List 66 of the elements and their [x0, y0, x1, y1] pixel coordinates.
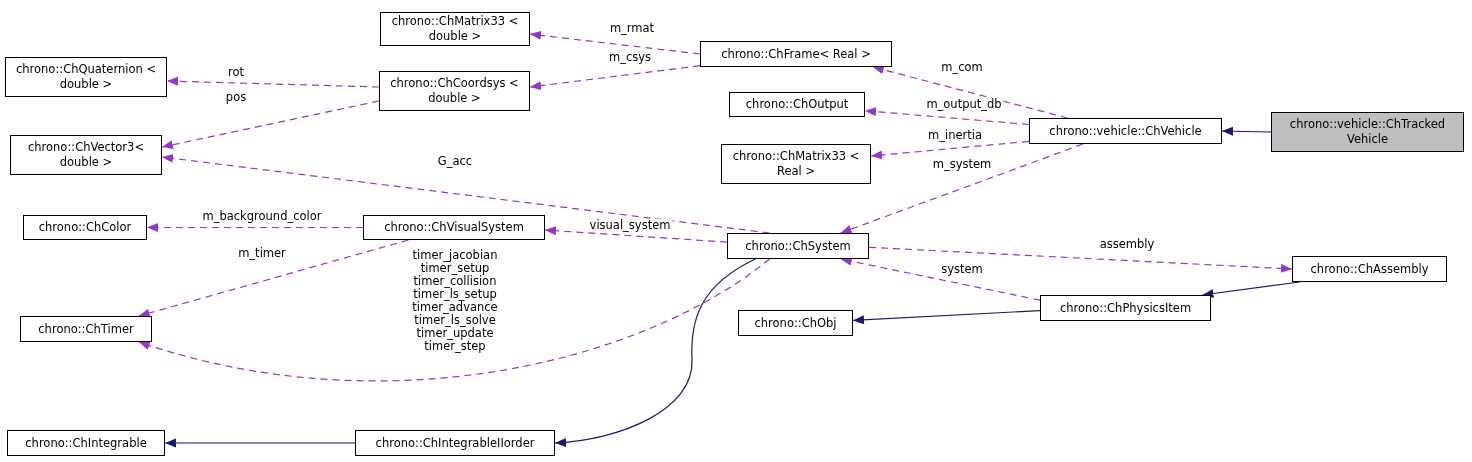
arrow	[161, 100, 380, 150]
class-name: chrono::ChVisualSystem	[384, 220, 524, 235]
class-box	[1271, 112, 1464, 152]
class-name: chrono::ChOutput	[745, 97, 849, 112]
class-box	[729, 92, 865, 117]
edge-label: visual_system	[587, 219, 673, 232]
arrow	[554, 258, 756, 447]
class-box	[727, 233, 869, 259]
arrow	[138, 239, 410, 318]
class-name: chrono::ChPhysicsItem	[1059, 300, 1192, 316]
class-name: chrono::ChSystem	[745, 238, 851, 254]
class-name: chrono::ChTimer	[38, 321, 134, 337]
edge-label: system	[939, 263, 985, 276]
class-name: chrono::vehicle::ChTracked Vehicle	[1288, 117, 1447, 147]
class-name: chrono::vehicle::ChVehicle	[1049, 123, 1202, 139]
edge-label: m_background_color	[200, 210, 324, 223]
class-box	[5, 57, 167, 97]
class-name: chrono::ChQuaternion < double >	[14, 62, 158, 92]
class-box	[7, 430, 165, 456]
class-box	[738, 310, 853, 336]
arrow	[840, 143, 1084, 234]
edge-label: rot	[226, 66, 246, 79]
class-box	[379, 71, 530, 111]
class-box	[1040, 295, 1211, 321]
edge-label: m_timer	[236, 247, 288, 260]
class-name: chrono::ChFrame< Real >	[721, 46, 871, 62]
class-name: chrono::ChCoordsys < double >	[389, 76, 520, 106]
arrow	[544, 226, 728, 243]
arrow	[164, 438, 356, 448]
edge-label: assembly	[1097, 238, 1157, 251]
edge-label: m_com	[939, 61, 985, 74]
class-name: chrono::ChAssembly	[1310, 261, 1429, 277]
class-name: chrono::ChIntegrableIIorder	[375, 435, 535, 451]
class-box	[355, 430, 555, 456]
class-box	[1292, 256, 1447, 282]
class-name: chrono::ChColor	[38, 220, 132, 235]
arrow	[166, 76, 380, 88]
class-box	[700, 41, 892, 67]
edge-label: timer_jacobian timer_setup timer_collision timer_ls_setup timer_advance timer_ls_solve timer_update timer_step	[411, 249, 499, 353]
arrow	[864, 107, 1030, 126]
class-box	[1029, 118, 1222, 144]
arrow	[870, 140, 1030, 160]
class-box	[23, 215, 147, 240]
arrow	[146, 223, 364, 232]
arrow	[529, 30, 701, 55]
edge-label: G_acc	[435, 155, 475, 168]
class-name: chrono::ChVector3< double >	[26, 140, 146, 170]
class-name: chrono::ChMatrix33 < double >	[390, 14, 520, 44]
edge-label: m_output_db	[924, 98, 1004, 111]
arrow	[529, 65, 701, 91]
class-name: chrono::ChMatrix33 < Real >	[731, 149, 861, 179]
arrow	[868, 246, 1293, 273]
arrow	[1221, 126, 1272, 136]
class-name: chrono::ChObj	[754, 315, 837, 331]
edge-label: m_inertia	[926, 129, 984, 142]
arrow	[138, 258, 771, 382]
edge-label: m_system	[930, 158, 994, 171]
edge-label: pos	[223, 91, 249, 104]
class-box	[20, 316, 152, 342]
class-box	[721, 144, 871, 184]
arrow	[872, 65, 1069, 119]
arrow	[852, 310, 1041, 325]
class-box	[380, 12, 530, 46]
class-box	[363, 215, 545, 240]
class-name: chrono::ChIntegrable	[25, 435, 147, 451]
class-box	[10, 135, 162, 175]
